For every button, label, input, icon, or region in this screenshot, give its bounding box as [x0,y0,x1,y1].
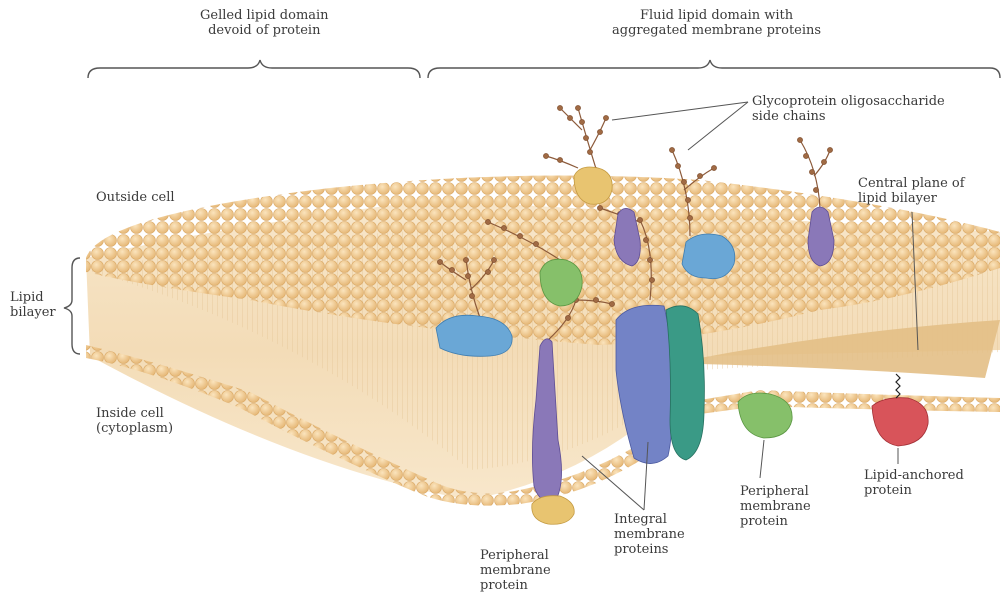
blue-protein-right [682,234,735,279]
label-lipid-bilayer: Lipidbilayer [10,290,56,320]
lipid-anchor [896,374,900,398]
bracket-bilayer [64,258,80,354]
label-integral: Integralmembraneproteins [614,512,685,557]
bracket-gelled [88,60,420,78]
green-protein-bottom [738,393,792,438]
label-outside-cell: Outside cell [96,190,175,205]
label-lipid-anchored: Lipid-anchoredprotein [864,468,964,498]
label-inside-cell: Inside cell(cytoplasm) [96,406,173,436]
bracket-fluid [428,60,1000,78]
yellow-protein-bottom [532,496,574,525]
label-peripheral-bottom: Peripheralmembraneprotein [480,548,551,593]
label-gelled-domain: Gelled lipid domaindevoid of protein [200,8,329,38]
label-central-plane: Central plane oflipid bilayer [858,176,965,206]
label-fluid-domain: Fluid lipid domain withaggregated membra… [612,8,821,38]
label-peripheral-right: Peripheralmembraneprotein [740,484,811,529]
label-glycoprotein: Glycoprotein oligosaccharideside chains [752,94,945,124]
blue-protein-integral [616,305,673,463]
red-protein [872,398,928,446]
teal-protein-integral [666,306,704,460]
